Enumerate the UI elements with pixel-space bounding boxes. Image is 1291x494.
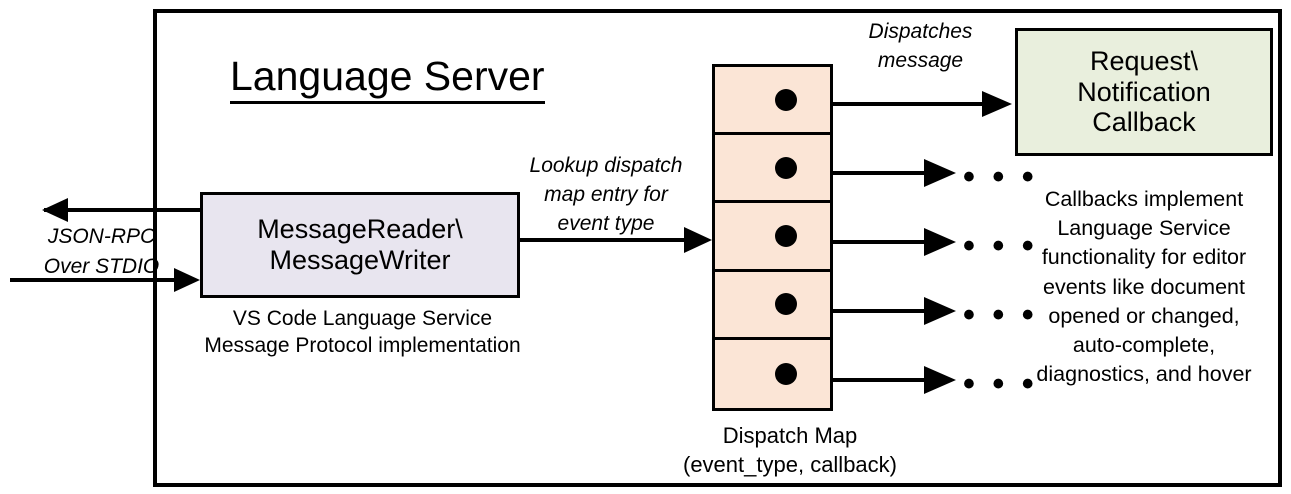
callback-line1: Request\ (1089, 45, 1199, 76)
page-title: Language Server (230, 52, 545, 104)
edge-label-jsonrpc-line2: Over STDIO (43, 254, 160, 278)
ellipsis-row-3: • • • (963, 227, 1038, 265)
edge-label-jsonrpc-line1: JSON-RPC (47, 225, 156, 248)
ellipsis-row-2: • • • (963, 158, 1038, 196)
dispatch-map-caption-line1: Dispatch Map (722, 423, 858, 448)
callback-caption-line2: Language Service (1057, 216, 1231, 241)
edge-label-lookup-line1: Lookup dispatch (529, 154, 683, 177)
callback-caption-line3: functionality for editor (1041, 245, 1247, 270)
callback-caption-line1: Callbacks implement (1044, 187, 1244, 211)
dispatch-entry-dot-icon (775, 224, 797, 247)
message-reader-writer-caption-line1: VS Code Language Service (232, 307, 493, 330)
message-reader-writer-box[interactable]: MessageReader\ MessageWriter (200, 192, 520, 298)
edge-label-lookup-line3: event type (557, 211, 655, 235)
dispatch-entry-dot-icon (775, 156, 797, 179)
callback-caption-line6: auto-complete, (1072, 333, 1216, 358)
callback-caption-line7: diagnostics, and hover (1036, 362, 1252, 387)
edge-label-dispatches-line2: message (877, 48, 964, 72)
edge-label-jsonrpc: JSON-RPC Over STDIO (14, 222, 189, 282)
request-notification-callback-label: Request\ Notification Callback (1077, 46, 1211, 138)
dispatch-map-row[interactable] (715, 67, 830, 136)
page-title-text: Language Server (230, 53, 545, 104)
dispatch-entry-dot-icon (775, 293, 797, 316)
dispatch-entry-dot-icon (775, 362, 797, 385)
edge-label-lookup-dispatch: Lookup dispatch map entry for event type (513, 152, 699, 239)
ellipsis-row-5: • • • (963, 365, 1038, 403)
dispatch-map-row[interactable] (715, 339, 830, 408)
dispatch-map-caption: Dispatch Map (event_type, callback) (630, 421, 950, 479)
edge-label-dispatches-line1: Dispatches (868, 20, 973, 43)
callback-line3: Callback (1092, 107, 1196, 138)
dispatch-map-row[interactable] (715, 271, 830, 340)
callback-caption-line4: events like document (1043, 274, 1245, 299)
message-reader-writer-line2: MessageWriter (269, 245, 451, 275)
dispatch-map-table[interactable] (712, 64, 833, 411)
message-reader-writer-line1: MessageReader\ (257, 214, 463, 245)
callback-line2: Notification (1077, 76, 1211, 107)
language-server-boundary (153, 9, 1282, 487)
message-reader-writer-caption: VS Code Language Service Message Protoco… (190, 305, 535, 360)
dispatch-map-row[interactable] (715, 135, 830, 204)
edge-label-dispatches-message: Dispatches message (833, 18, 1008, 76)
edge-label-lookup-line2: map entry for (544, 182, 668, 206)
request-notification-callback-box[interactable]: Request\ Notification Callback (1015, 28, 1273, 156)
dispatch-map-row[interactable] (715, 203, 830, 272)
callback-caption: Callbacks implement Language Service fun… (1008, 185, 1280, 390)
message-reader-writer-caption-line2: Message Protocol implementation (204, 334, 521, 358)
dispatch-entry-dot-icon (775, 88, 797, 111)
callback-caption-line5: opened or changed, (1048, 303, 1240, 328)
message-reader-writer-label: MessageReader\ MessageWriter (257, 214, 463, 276)
ellipsis-row-4: • • • (963, 296, 1038, 334)
dispatch-map-caption-line2: (event_type, callback) (683, 452, 897, 478)
